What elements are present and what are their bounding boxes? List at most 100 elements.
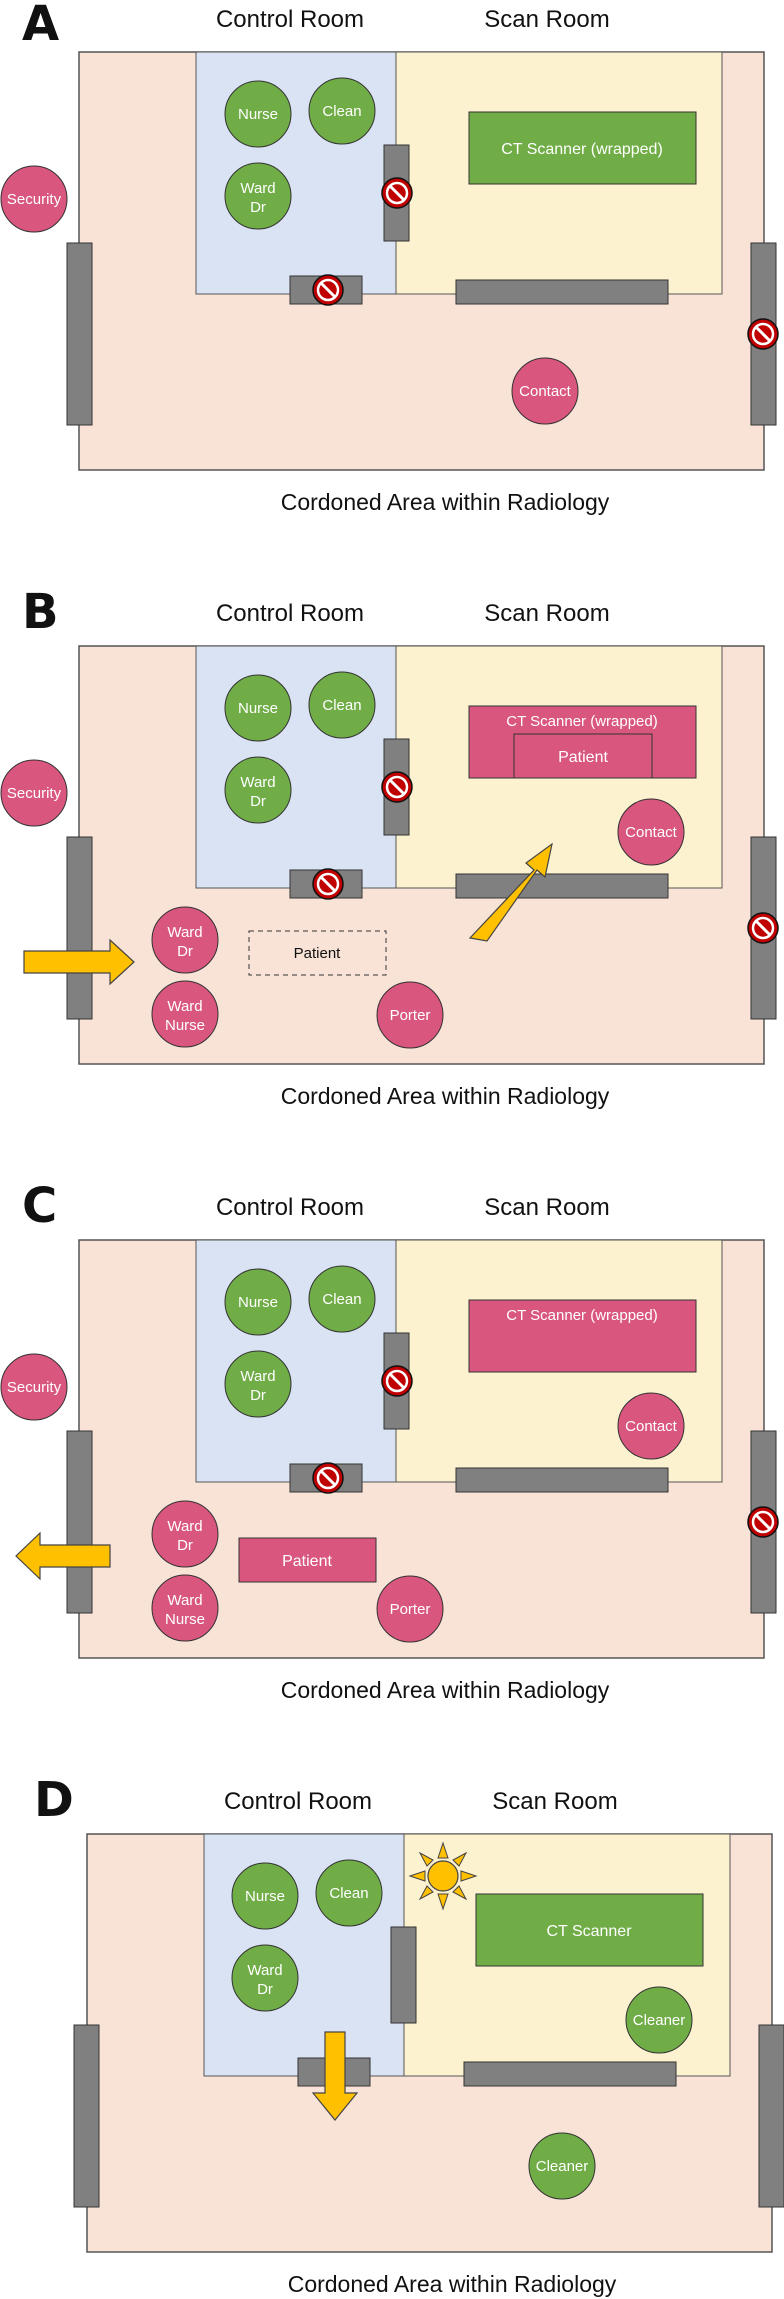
ward-dr-circle [224,1350,292,1418]
clean-circle [308,77,376,145]
nurse-label: Nurse [238,700,278,717]
arrow-enter-icon [23,938,135,986]
cleaner-label: Cleaner [536,2158,589,2175]
clean-label: Clean [329,1885,368,1902]
no-entry-icon [746,317,780,351]
ward-dr-escort-label-1: Ward [167,924,202,941]
ward-dr-escort-circle [151,906,219,974]
clean-label: Clean [322,697,361,714]
panel-letter: B [22,584,59,640]
ward-dr-escort-label-2: Dr [177,1537,193,1554]
nurse-label: Nurse [238,1294,278,1311]
porter-circle [376,1575,444,1643]
ward-dr-escort-label-2: Dr [177,943,193,960]
panel-letter: D [34,1772,74,1828]
ward-nurse-label-2: Nurse [165,1017,205,1034]
control-room [203,1833,405,2077]
arrow-exit-icon [15,1531,111,1581]
nurse-circle [231,1862,299,1930]
control-room-title: Control Room [224,1788,372,1815]
ward-dr-label-1: Ward [240,1368,275,1385]
ward-dr-circle [224,162,292,230]
security-circle [0,165,68,233]
door-left [73,2024,100,2208]
no-entry-icon [311,867,345,901]
door-left [66,242,93,426]
no-entry-icon [380,1364,414,1398]
ct-scanner [468,111,697,185]
ward-nurse-circle [151,980,219,1048]
ct-scanner-label: CT Scanner (wrapped) [506,713,657,730]
caption: Cordoned Area within Radiology [281,1677,610,1703]
no-entry-icon [746,911,780,945]
contact-circle [511,357,579,425]
nurse-label: Nurse [245,1888,285,1905]
ct-scanner [475,1893,704,1967]
porter-label: Porter [390,1601,431,1618]
caption: Cordoned Area within Radiology [281,489,610,515]
no-entry-icon [311,1461,345,1495]
scan-room-title: Scan Room [484,600,609,627]
clean-circle [308,1265,376,1333]
door-scan-bottom [455,873,669,899]
ward-dr-circle [231,1944,299,2012]
no-entry-icon [380,770,414,804]
patient-on-scanner-label: Patient [558,749,608,766]
scan-room-title: Scan Room [492,1788,617,1815]
contact-circle [617,1392,685,1460]
nurse-circle [224,674,292,742]
panel-letter: A [22,0,59,52]
security-circle [0,759,68,827]
cleaner-circle [528,2132,596,2200]
ward-dr-escort-circle [151,1500,219,1568]
clean-label: Clean [322,103,361,120]
ct-scanner-label: CT Scanner (wrapped) [501,141,663,158]
door-scan-bottom [455,1467,669,1493]
sun-icon [408,1841,478,1911]
scan-room-title: Scan Room [484,1194,609,1221]
door-left [66,836,93,1020]
nurse-label: Nurse [238,106,278,123]
clean-circle [308,671,376,739]
security-label: Security [7,191,62,208]
patient-label: Patient [282,1553,332,1570]
patient-placeholder-label: Patient [294,945,342,962]
patient-trolley [238,1537,377,1583]
ward-nurse-label-2: Nurse [165,1611,205,1628]
panel-d: D Control Room Scan Room CT Scanner Nurs… [34,1772,784,2297]
ward-dr-label-2: Dr [250,199,266,216]
door-scan-bottom [463,2061,677,2087]
clean-circle [315,1859,383,1927]
caption: Cordoned Area within Radiology [288,2271,617,2297]
ct-scanner-label: CT Scanner [546,1923,632,1940]
no-entry-icon [746,1505,780,1539]
cleaner-circle [625,1986,693,2054]
security-label: Security [7,1379,62,1396]
panel-c: C Control Room Scan Room CT Scanner (wra… [0,1178,780,1703]
security-label: Security [7,785,62,802]
no-entry-icon [311,273,345,307]
door-right [758,2024,784,2208]
ward-nurse-label-1: Ward [167,1592,202,1609]
door-control-scan [390,1926,417,2024]
ward-dr-circle [224,756,292,824]
porter-circle [376,981,444,1049]
arrow-to-scanner-icon [468,842,553,942]
patient-on-scanner [513,733,653,779]
ward-nurse-circle [151,1574,219,1642]
panel-b: B Control Room Scan Room CT Scanner (wra… [0,584,780,1109]
control-room-title: Control Room [216,6,364,33]
nurse-circle [224,80,292,148]
contact-label: Contact [519,383,572,400]
control-room-title: Control Room [216,1194,364,1221]
arrow-down-icon [311,2031,359,2121]
door-left [66,1430,93,1614]
contact-label: Contact [625,1418,678,1435]
nurse-circle [224,1268,292,1336]
clean-label: Clean [322,1291,361,1308]
door-scan-bottom [455,279,669,305]
ward-dr-label-2: Dr [250,793,266,810]
no-entry-icon [380,176,414,210]
ward-dr-label-2: Dr [257,1981,273,1998]
